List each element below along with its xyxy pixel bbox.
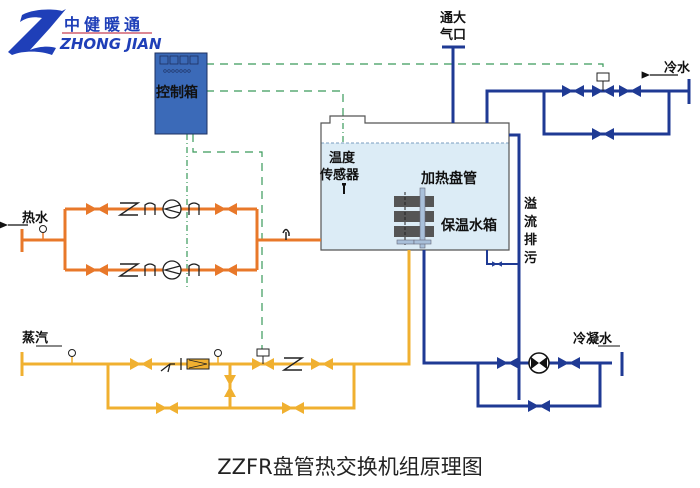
steam-trap-icon[interactable] xyxy=(528,352,550,374)
steam-bypass-valve-icon[interactable] xyxy=(224,375,236,397)
control-box-leds xyxy=(163,69,191,73)
cold-water-main xyxy=(485,89,689,123)
overflow-char-2: 流 xyxy=(524,214,537,230)
pump-inlet-valve-icon[interactable] xyxy=(86,264,108,276)
overflow-char-1: 溢 xyxy=(524,196,537,212)
flex-joint-icon xyxy=(188,263,200,276)
logo-en-name: ZHONG JIAN xyxy=(59,35,162,53)
pressure-gauge-icon xyxy=(68,349,76,357)
cold-water-bypass xyxy=(542,91,671,136)
condensate-label: 冷凝水 xyxy=(573,331,613,347)
vent-label-1: 通大 xyxy=(440,10,466,26)
temp-sensor-icon xyxy=(342,183,346,194)
heating-coil-label: 加热盘管 xyxy=(420,170,477,187)
logo-z-mark xyxy=(8,9,66,55)
pump-outlet-valve-icon[interactable] xyxy=(215,264,237,276)
cold-water-control-valve-icon[interactable] xyxy=(592,72,614,97)
flex-joint-icon xyxy=(188,202,200,215)
overflow-pipe xyxy=(509,133,521,400)
condensate-bypass-valve-icon[interactable] xyxy=(528,400,550,412)
circulation-pump-icon[interactable] xyxy=(162,260,182,280)
vent-label-2: 气口 xyxy=(440,27,466,43)
strainer-icon xyxy=(186,358,210,370)
steam-inlet-valve-icon[interactable] xyxy=(130,358,152,370)
logo-cn-name: 中健暖通 xyxy=(64,15,144,34)
drain-valve-icon[interactable] xyxy=(492,261,502,267)
company-logo: 中健暖通 ZHONG JIAN xyxy=(8,9,162,55)
steam-trap-filter-icon xyxy=(160,358,182,373)
thermometer-icon xyxy=(282,228,290,240)
heating-coil-icon xyxy=(394,187,434,249)
steam-control-valve-icon[interactable] xyxy=(252,348,274,370)
cold-water-valve-icon[interactable] xyxy=(562,85,584,97)
tank-outline xyxy=(320,115,510,251)
signal-line-steam-valve xyxy=(192,134,263,350)
storage-tank-label: 保温水箱 xyxy=(440,217,497,234)
control-box-label: 控制箱 xyxy=(156,84,198,101)
temp-sensor-label-2: 传感器 xyxy=(319,167,360,183)
check-valve-icon xyxy=(117,263,141,277)
overflow-char-4: 污 xyxy=(524,250,537,266)
signal-line-temp-sensor xyxy=(206,90,344,110)
flex-joint-icon xyxy=(144,202,156,215)
control-box[interactable]: 控制箱 xyxy=(154,52,208,135)
storage-tank: 温度 传感器 加热盘管 保温水箱 xyxy=(319,115,510,251)
hot-water-label: 热水 xyxy=(22,210,49,226)
overflow-char-3: 排 xyxy=(524,232,537,248)
pressure-gauge-icon xyxy=(214,349,222,357)
signal-line-cold-valve xyxy=(206,63,604,73)
temp-sensor-label-1: 温度 xyxy=(329,150,356,166)
pump-inlet-valve-icon[interactable] xyxy=(86,203,108,215)
condensate-valve-icon[interactable] xyxy=(497,357,519,369)
cold-water-valve-icon[interactable] xyxy=(619,85,641,97)
flex-joint-icon xyxy=(144,263,156,276)
bypass-valve-icon[interactable] xyxy=(156,402,178,414)
cold-water-bypass-valve-icon[interactable] xyxy=(592,128,614,140)
cold-water-label: 冷水 xyxy=(664,60,691,76)
steam-label: 蒸汽 xyxy=(22,330,48,346)
steam-outlet-valve-icon[interactable] xyxy=(311,358,333,370)
valve-actuator-icon xyxy=(256,348,270,357)
pressure-gauge-icon xyxy=(39,225,47,233)
control-box-indicators xyxy=(159,55,199,65)
check-valve-icon xyxy=(117,202,141,216)
overflow-label: 溢 流 排 污 xyxy=(524,196,537,266)
check-valve-icon xyxy=(281,357,305,371)
circulation-pump-icon[interactable] xyxy=(162,199,182,219)
diagram-title: ZZFR盘管热交换机组原理图 xyxy=(217,455,482,479)
valve-actuator-icon xyxy=(596,72,610,82)
condensate-valve-icon[interactable] xyxy=(558,357,580,369)
pump-outlet-valve-icon[interactable] xyxy=(215,203,237,215)
bypass-valve-icon[interactable] xyxy=(282,402,304,414)
drain-pipe xyxy=(486,250,519,265)
